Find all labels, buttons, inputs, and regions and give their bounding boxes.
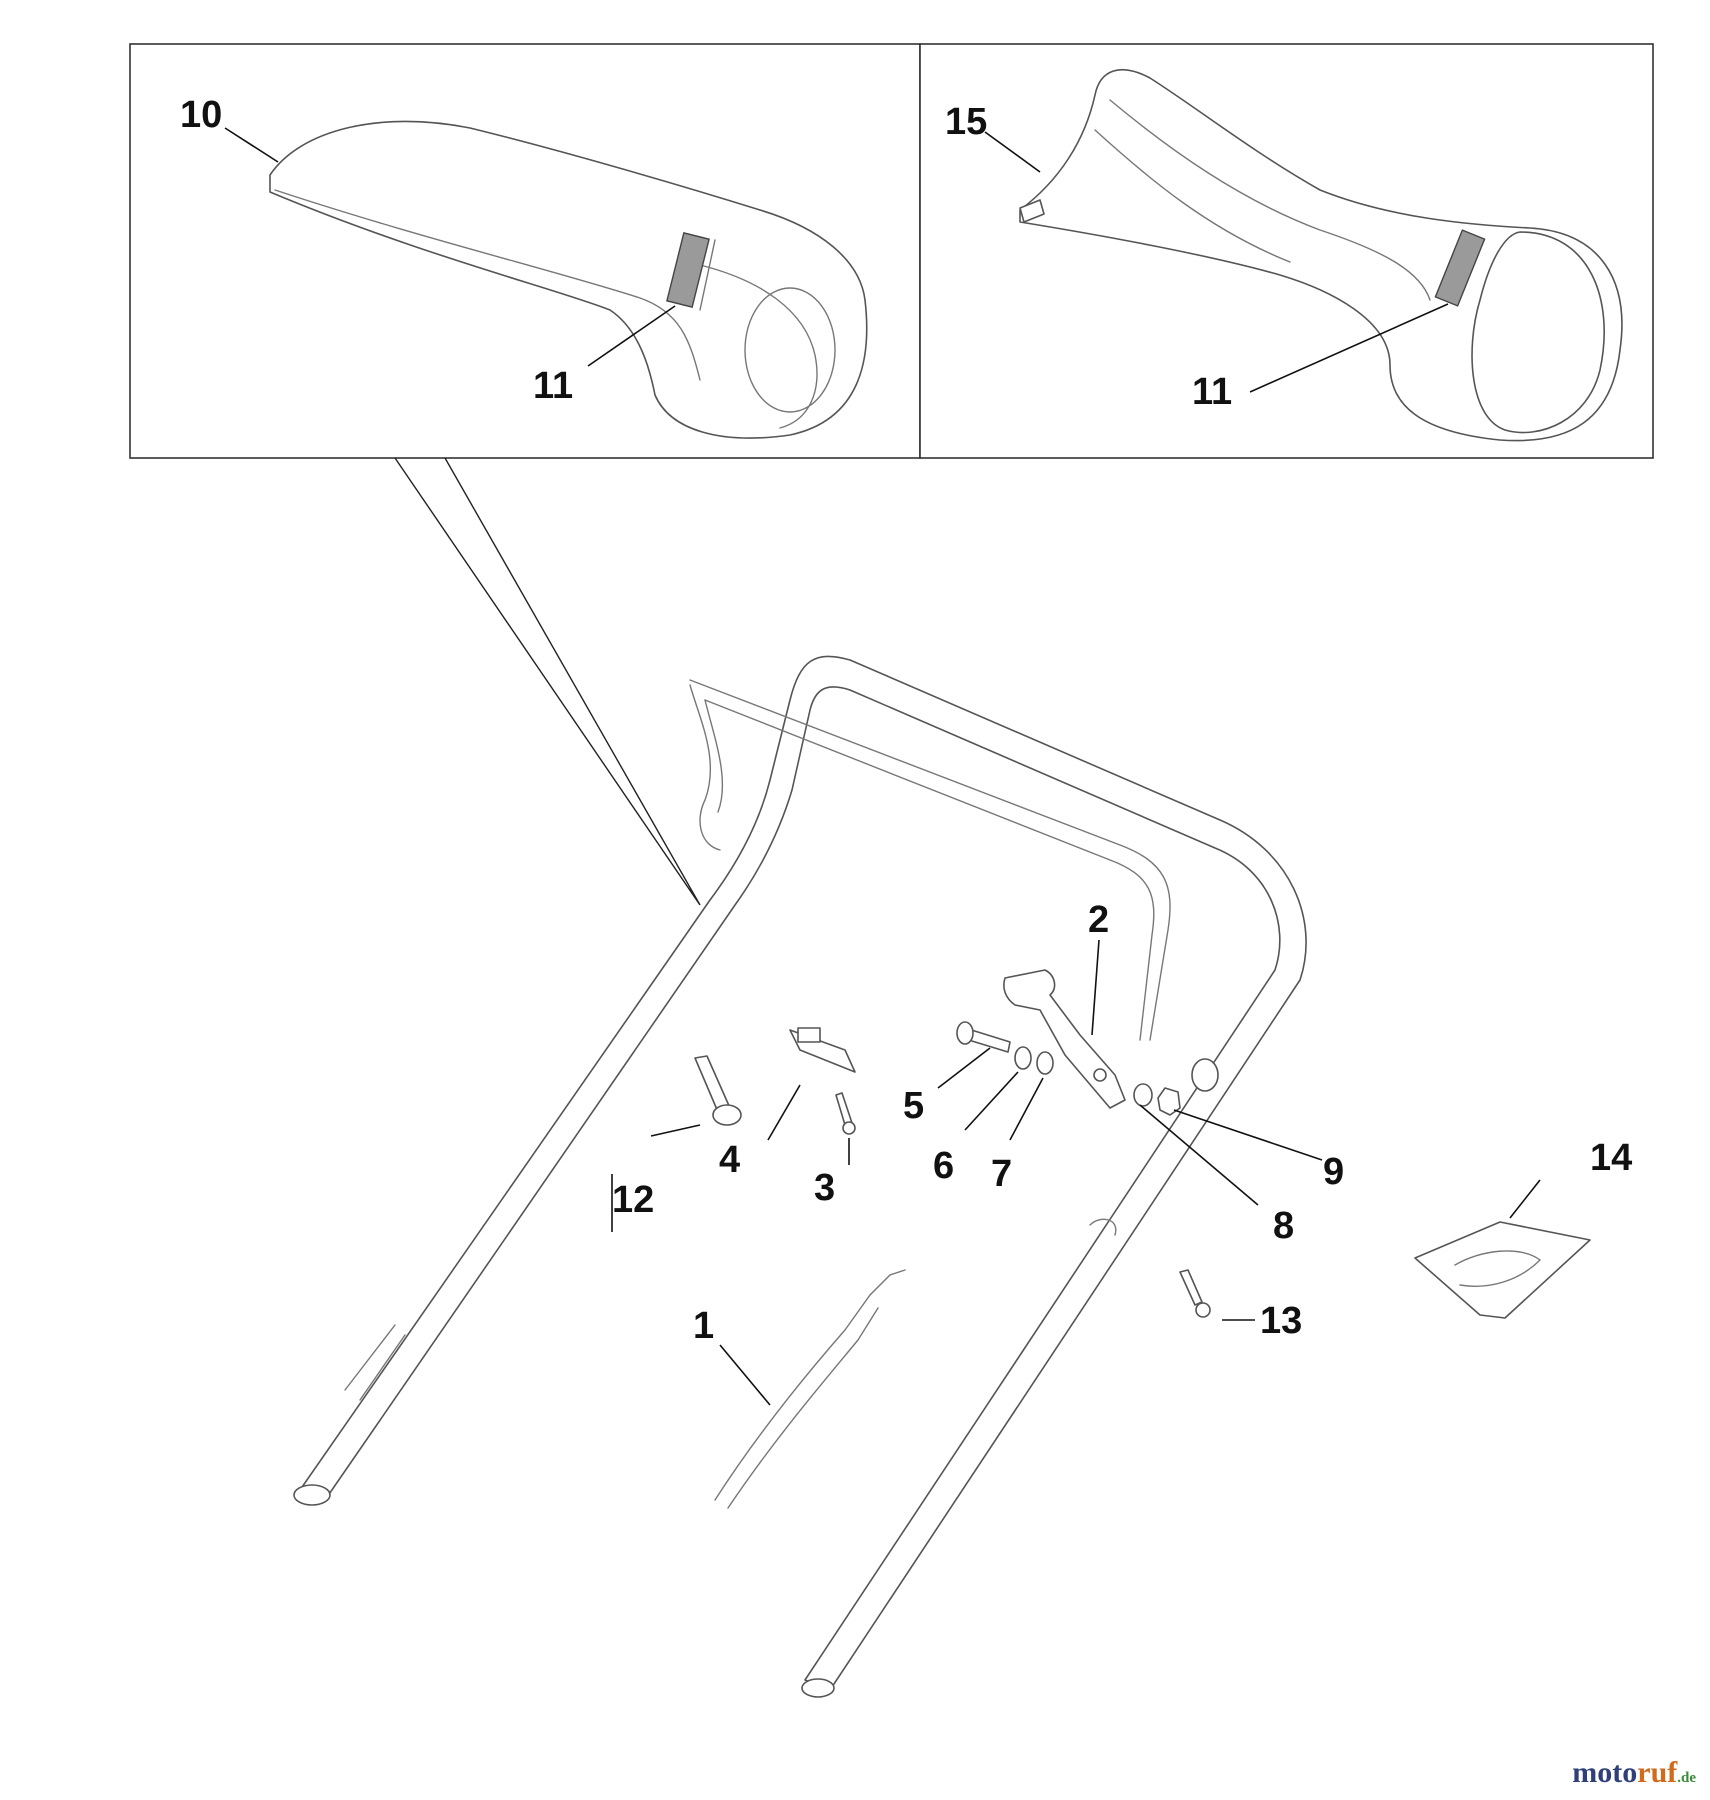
label-patch-left [666, 232, 710, 308]
watermark-logo: motoruf.de [1572, 1756, 1696, 1790]
washer-part-8 [1133, 1083, 1153, 1107]
callout-5: 5 [903, 1085, 924, 1127]
leader-lines [224, 127, 1541, 1406]
washer-part-7 [1036, 1051, 1054, 1075]
screw-part-12 [694, 1055, 731, 1113]
callout-2: 2 [1088, 899, 1109, 941]
callout-11-right: 11 [1192, 371, 1232, 413]
hardware-bag-part-14 [1414, 1221, 1591, 1319]
watermark-accent: ruf [1637, 1756, 1678, 1789]
label-patch-right [1434, 229, 1486, 307]
handle-cover-part-15 [1019, 69, 1623, 442]
screw-part-13 [1179, 1269, 1203, 1306]
callout-11-left: 11 [533, 365, 573, 407]
small-parts [694, 969, 1591, 1509]
callout-7: 7 [991, 1153, 1012, 1195]
inset-pointer [394, 457, 701, 906]
callout-4: 4 [719, 1139, 740, 1181]
callout-10: 10 [180, 94, 222, 136]
handle-cover-part-10 [269, 120, 868, 439]
washer-part-6 [1014, 1046, 1032, 1070]
watermark-suffix: .de [1677, 1770, 1696, 1786]
callout-9: 9 [1323, 1151, 1344, 1193]
lever-part-2 [1003, 969, 1126, 1109]
callout-12: 12 [612, 1179, 654, 1221]
watermark-main: moto [1572, 1756, 1638, 1789]
callout-6: 6 [933, 1145, 954, 1187]
callout-14: 14 [1590, 1137, 1632, 1179]
callout-1: 1 [693, 1305, 714, 1347]
callout-13: 13 [1260, 1300, 1302, 1342]
screw-part-3 [835, 1092, 853, 1126]
handle-frame [293, 655, 1307, 1698]
callout-15: 15 [945, 101, 987, 143]
callouts: 10 11 15 11 2 5 6 7 4 3 12 9 8 13 14 1 [180, 94, 1632, 1347]
nut-part-9 [1157, 1087, 1181, 1116]
cable-part-1 [714, 1269, 906, 1501]
callout-3: 3 [814, 1167, 835, 1209]
callout-8: 8 [1273, 1205, 1294, 1247]
